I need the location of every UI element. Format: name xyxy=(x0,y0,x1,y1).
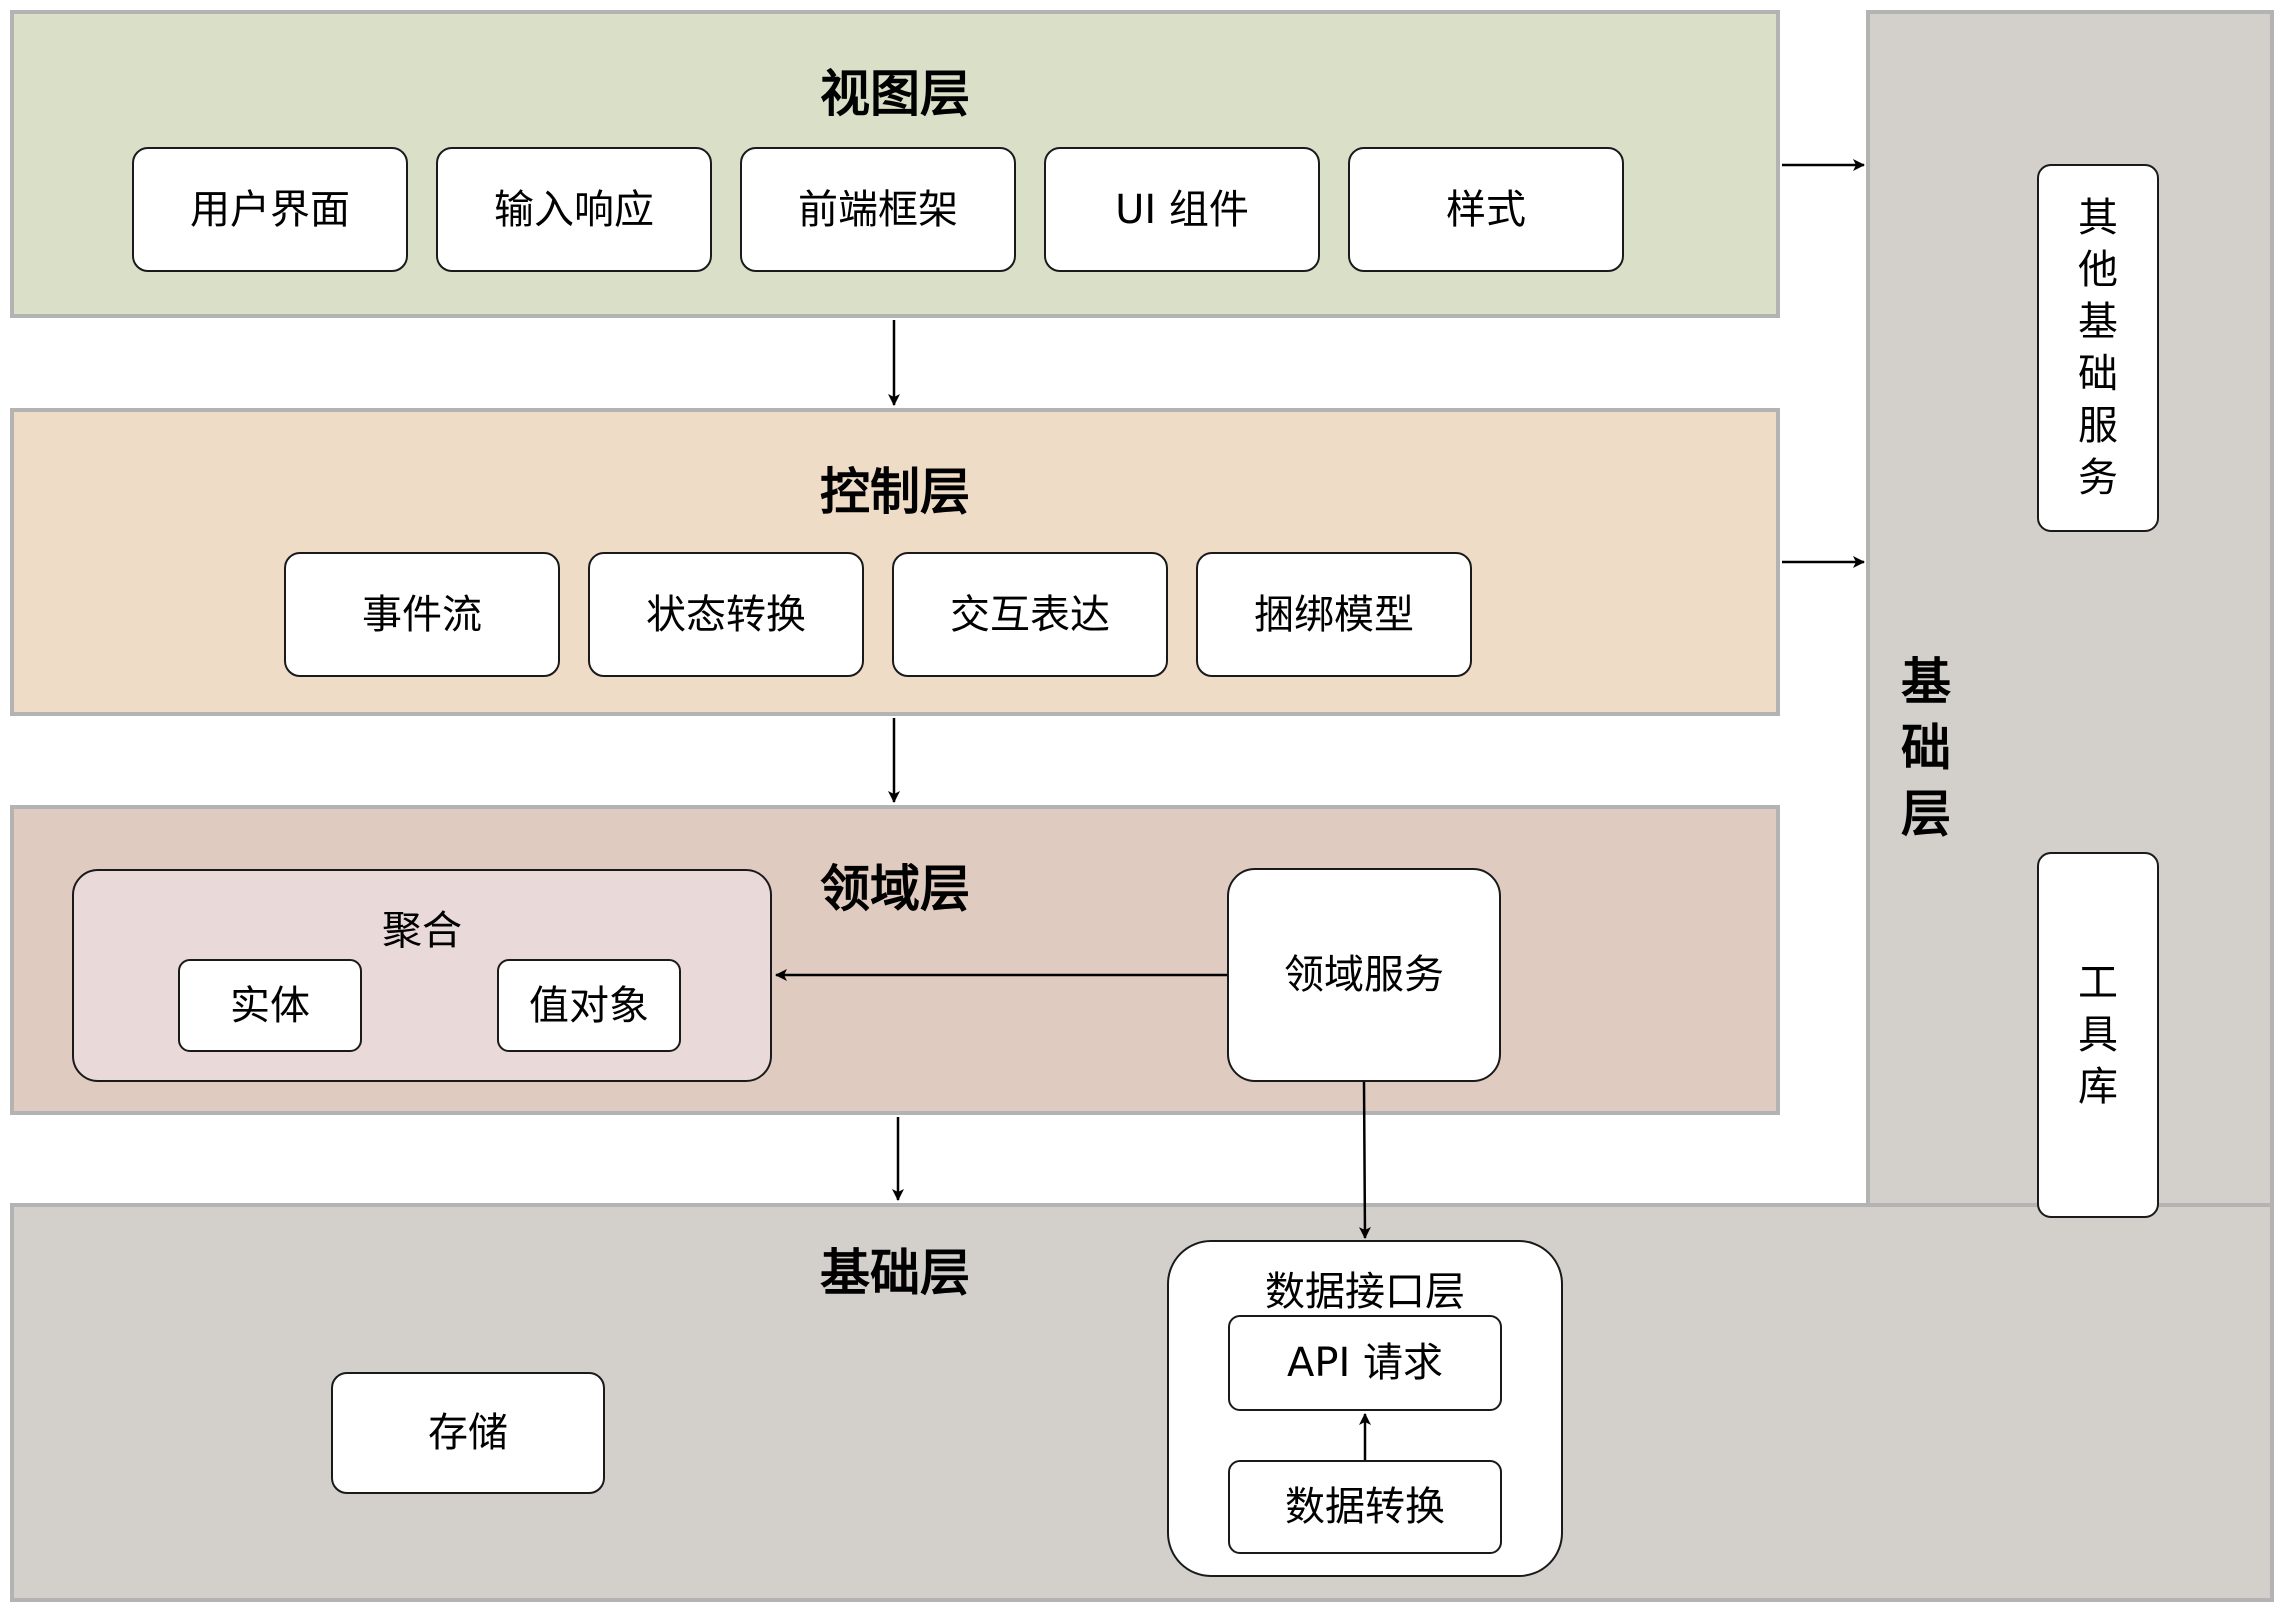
infra-side-title: 基 础 层 xyxy=(1896,648,1956,848)
data-transform: 数据转换 xyxy=(1228,1460,1502,1554)
view-layer-title: 视图层 xyxy=(820,65,970,123)
view-item-styles: 样式 xyxy=(1348,147,1624,272)
infra-side-title-char-2: 础 xyxy=(1901,719,1951,777)
data-interface-title: 数据接口层 xyxy=(1265,1269,1465,1315)
infra-join xyxy=(1866,1207,2270,1598)
other-infra-services: 其 他 基 础 服 务 xyxy=(2037,164,2159,532)
control-item-state-transition: 状态转换 xyxy=(588,552,864,677)
tools-char-2: 具 xyxy=(2078,1012,2118,1058)
domain-layer-title: 领域层 xyxy=(820,860,970,918)
view-item-input-response: 输入响应 xyxy=(436,147,712,272)
infra-layer-title: 基础层 xyxy=(820,1244,970,1302)
other-services-char-3: 基 xyxy=(2078,299,2118,345)
control-item-binding-model: 捆绑模型 xyxy=(1196,552,1472,677)
aggregate-title: 聚合 xyxy=(382,908,462,954)
other-services-char-6: 务 xyxy=(2078,455,2118,501)
infra-side-title-char-1: 基 xyxy=(1901,653,1951,711)
other-services-char-2: 他 xyxy=(2078,247,2118,293)
infra-side-title-char-3: 层 xyxy=(1901,785,1951,843)
other-services-char-1: 其 xyxy=(2078,195,2118,241)
aggregate-value-object: 值对象 xyxy=(497,959,681,1052)
view-item-user-interface: 用户界面 xyxy=(132,147,408,272)
other-services-char-5: 服 xyxy=(2078,403,2118,449)
other-services-char-4: 础 xyxy=(2078,351,2118,397)
control-item-event-flow: 事件流 xyxy=(284,552,560,677)
tools-char-3: 库 xyxy=(2078,1064,2118,1110)
domain-service: 领域服务 xyxy=(1227,868,1501,1082)
aggregate-entity: 实体 xyxy=(178,959,362,1052)
view-item-frontend-framework: 前端框架 xyxy=(740,147,1016,272)
storage: 存储 xyxy=(331,1372,605,1494)
control-layer-title: 控制层 xyxy=(820,463,970,521)
tool-library: 工 具 库 xyxy=(2037,852,2159,1218)
api-request: API 请求 xyxy=(1228,1315,1502,1411)
control-item-interaction-expression: 交互表达 xyxy=(892,552,1168,677)
view-item-ui-components: UI 组件 xyxy=(1044,147,1320,272)
tools-char-1: 工 xyxy=(2078,960,2118,1006)
